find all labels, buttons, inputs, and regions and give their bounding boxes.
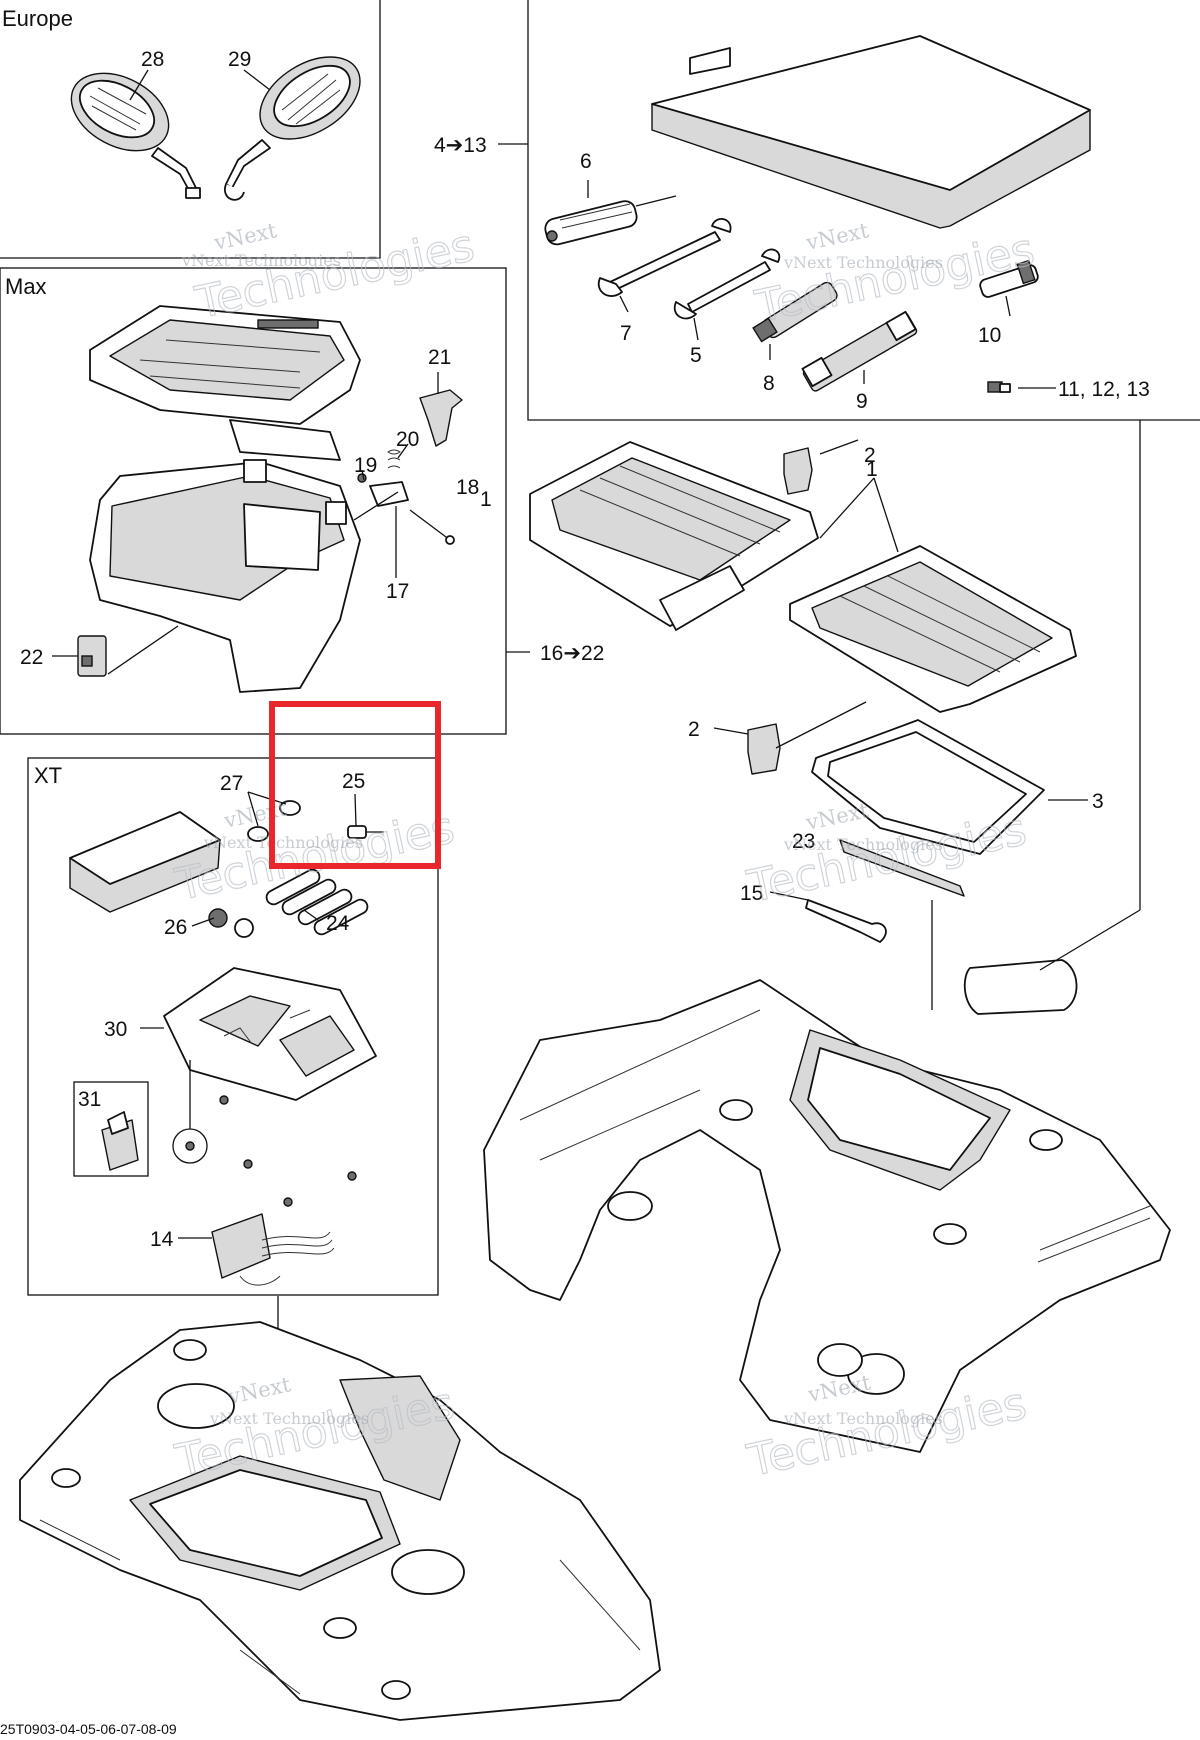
callout-28: 28	[141, 48, 164, 71]
section-europe: Europe	[2, 6, 73, 31]
xt-clip-detail	[172, 1060, 357, 1207]
callout-30: 30	[104, 1018, 127, 1041]
fuse-10	[979, 259, 1039, 298]
xt-washer-27	[247, 800, 301, 842]
callout-labels: 28 29 4➔13 6 7 5 8 9 10 11, 12, 13 21 20…	[20, 48, 1150, 1251]
clip-2-top	[783, 447, 813, 495]
spring-20	[387, 449, 401, 469]
max-rack-top	[89, 305, 361, 461]
section-labels: Europe Max XT	[2, 6, 73, 788]
fender-left	[19, 1321, 661, 1721]
rack-1-left	[529, 441, 819, 631]
tools-frame	[527, 0, 1200, 421]
seal-3	[811, 719, 1045, 855]
tool-15	[805, 899, 887, 943]
latch-21	[419, 389, 463, 447]
callout-20: 20	[396, 428, 419, 451]
callout-16-22: 16➔22	[540, 642, 604, 665]
mirror-left	[70, 72, 201, 199]
europe-frame	[0, 0, 381, 259]
socket-8	[752, 281, 838, 343]
watermark-company-4: vNext Technologies	[783, 835, 943, 854]
section-xt: XT	[34, 763, 62, 788]
xt-screw-25	[347, 825, 384, 839]
watermark-brand-2: vNext	[803, 218, 871, 255]
mirror-right	[224, 56, 361, 201]
wrench-7	[597, 218, 732, 297]
callout-23: 23	[792, 830, 815, 853]
tool-bag	[651, 35, 1091, 229]
callout-25: 25	[342, 770, 365, 793]
bar-9	[801, 310, 918, 392]
callout-24: 24	[326, 912, 350, 935]
watermark-company-3: vNext Technologies	[203, 833, 363, 852]
xt-clip-31-box	[73, 1081, 149, 1177]
highlight-box	[269, 701, 441, 869]
callout-1: 1	[866, 458, 878, 481]
callout-17: 17	[386, 580, 409, 603]
xt-nuts-26	[208, 908, 254, 938]
callout-6: 6	[580, 150, 592, 173]
callout-11-12-13: 11, 12, 13	[1058, 378, 1150, 401]
callout-21: 21	[428, 346, 451, 369]
callout-2-bottom: 2	[688, 718, 700, 741]
callout-7: 7	[620, 322, 632, 345]
bracket-17	[369, 481, 409, 507]
callout-lines-europe	[129, 69, 271, 101]
clip-2-bottom	[747, 723, 781, 775]
callout-4-13: 4➔13	[434, 134, 487, 157]
bolt-18	[409, 509, 455, 545]
clip-22	[77, 635, 107, 677]
strap-23	[839, 839, 965, 897]
callout-10: 10	[978, 324, 1001, 347]
callout-8: 8	[763, 372, 775, 395]
callout-31: 31	[78, 1088, 101, 1111]
watermark-outline-2: Technologies	[751, 224, 1039, 333]
callout-lines-tools	[498, 143, 1056, 389]
callout-1-max: 1	[480, 488, 492, 511]
watermark-company-5: vNext Technologies	[209, 1409, 369, 1428]
watermark-brand-1: vNext	[211, 218, 279, 255]
callout-2-top: 2	[864, 444, 876, 467]
wrench-5	[673, 248, 781, 320]
callout-27: 27	[220, 772, 243, 795]
watermark-company-2: vNext Technologies	[783, 253, 943, 272]
fender-right	[483, 979, 1171, 1453]
screwdriver	[544, 195, 677, 246]
rack-1-right	[789, 545, 1077, 713]
max-box	[89, 459, 361, 693]
watermark-brand-4: vNext	[803, 798, 871, 835]
callout-19: 19	[354, 454, 377, 477]
section-max: Max	[5, 274, 47, 299]
xt-plate-30	[163, 967, 377, 1101]
callout-15: 15	[740, 882, 763, 905]
callout-29: 29	[228, 48, 251, 71]
callout-lines-center	[713, 420, 1141, 1010]
xt-frame	[27, 757, 439, 1296]
xt-bag	[69, 811, 221, 913]
fuse-11	[987, 381, 1011, 393]
callout-lines-max	[52, 372, 530, 675]
watermark-company-6: vNext Technologies	[783, 1409, 943, 1428]
xt-harness-14	[211, 1213, 335, 1286]
drawing-code: 25T0903-04-05-06-07-08-09	[0, 1721, 177, 1737]
callout-22: 22	[20, 646, 43, 669]
callout-3: 3	[1092, 790, 1104, 813]
callout-14: 14	[150, 1228, 174, 1251]
callout-18: 18	[456, 476, 479, 499]
callout-26: 26	[164, 916, 187, 939]
callout-5: 5	[690, 344, 702, 367]
tube-bag	[963, 959, 1078, 1015]
callout-9: 9	[856, 390, 868, 413]
watermark-company-1: vNext Technologies	[181, 251, 341, 270]
max-frame	[0, 267, 507, 735]
